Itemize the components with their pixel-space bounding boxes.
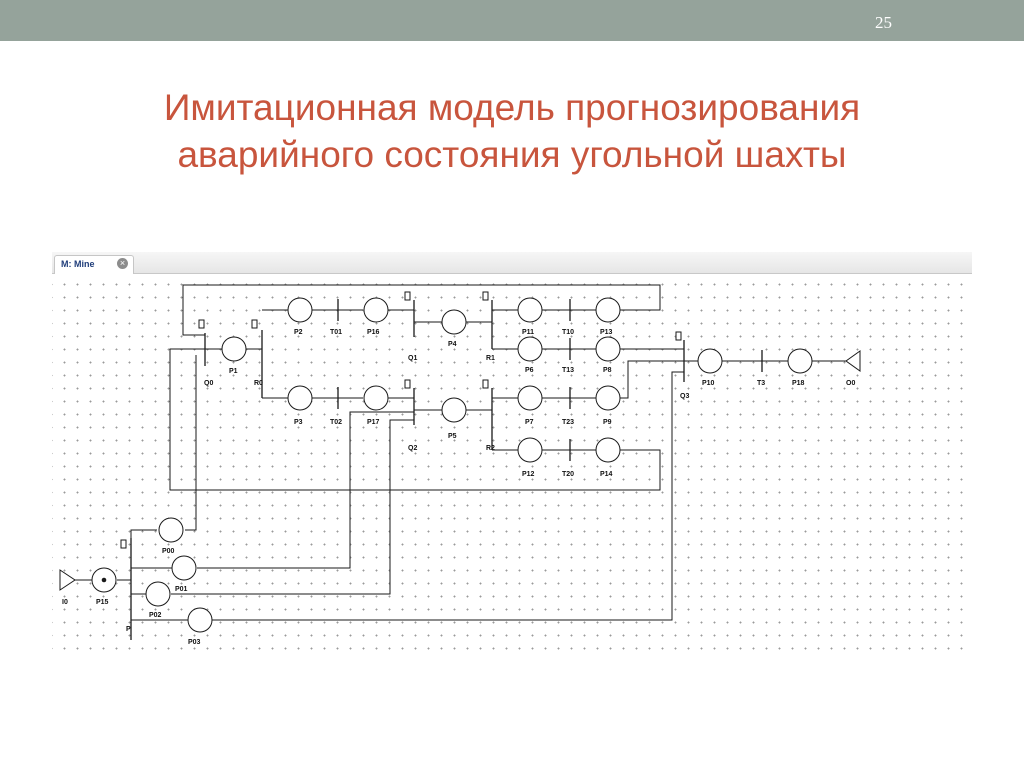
switch-q0[interactable]	[198, 319, 206, 366]
slide-number: 25	[875, 13, 892, 32]
close-icon[interactable]: ×	[117, 258, 128, 269]
wire	[182, 284, 661, 336]
label-p6: P6	[525, 367, 534, 374]
label-p5: P5	[448, 433, 457, 440]
label-p9: P9	[603, 419, 612, 426]
label-p2: P2	[294, 329, 303, 336]
label-r0: R0	[254, 380, 263, 387]
switch-r1[interactable]	[482, 291, 493, 349]
place-p01[interactable]	[171, 555, 197, 581]
label-t01: T01	[330, 329, 342, 336]
label-t13: T13	[562, 367, 574, 374]
label-p02: P02	[149, 612, 162, 619]
place-p03[interactable]	[187, 607, 213, 633]
label-r2: R2	[486, 445, 495, 452]
place-p14[interactable]	[595, 437, 621, 463]
title-line-1: Имитационная модель прогнозирования	[163, 87, 861, 128]
wire	[171, 419, 414, 595]
place-p18[interactable]	[787, 348, 813, 374]
label-t3: T3	[757, 380, 765, 387]
place-p4[interactable]	[441, 309, 467, 335]
label-i0: I0	[62, 599, 68, 606]
label-t02: T02	[330, 419, 342, 426]
place-p02[interactable]	[145, 581, 171, 607]
place-p1[interactable]	[221, 336, 247, 362]
connection-wires	[75, 284, 846, 640]
place-p16[interactable]	[363, 297, 389, 323]
label-p00: P00	[162, 548, 175, 555]
label-t20: T20	[562, 471, 574, 478]
label-p15: P15	[96, 599, 109, 606]
label-p11: P11	[522, 329, 534, 336]
switch-r2[interactable]	[482, 379, 493, 450]
place-p3[interactable]	[287, 385, 313, 411]
output-o0[interactable]	[845, 350, 861, 372]
place-p12[interactable]	[517, 437, 543, 463]
slide-header-bar: 25	[0, 0, 1024, 41]
switch-p[interactable]	[120, 538, 132, 640]
label-p8: P8	[603, 367, 612, 374]
label-p01: P01	[175, 586, 188, 593]
switch-r0[interactable]	[251, 319, 263, 398]
tab-mine[interactable]: M: Mine ×	[54, 255, 134, 274]
place-p8[interactable]	[595, 336, 621, 362]
place-p13[interactable]	[595, 297, 621, 323]
label-q3: Q3	[680, 393, 689, 400]
label-q2: Q2	[408, 445, 417, 452]
place-p7[interactable]	[517, 385, 543, 411]
label-p18: P18	[792, 380, 805, 387]
place-p11[interactable]	[517, 297, 543, 323]
label-p: P	[126, 626, 131, 633]
label-p17: P17	[367, 419, 380, 426]
switch-q1[interactable]	[404, 291, 415, 337]
label-p10: P10	[702, 380, 715, 387]
wire	[620, 360, 684, 399]
place-p6[interactable]	[517, 336, 543, 362]
place-p2[interactable]	[287, 297, 313, 323]
place-p00[interactable]	[158, 517, 184, 543]
editor-tab-bar: M: Mine ×	[52, 252, 972, 274]
switch-q2[interactable]	[404, 379, 415, 425]
wire	[212, 371, 684, 621]
net-nodes	[59, 291, 861, 640]
place-p9[interactable]	[595, 385, 621, 411]
label-q0: Q0	[204, 380, 213, 387]
place-p5[interactable]	[441, 397, 467, 423]
switch-q3[interactable]	[675, 331, 685, 382]
label-p4: P4	[448, 341, 457, 348]
label-p13: P13	[600, 329, 613, 336]
label-p16: P16	[367, 329, 380, 336]
label-t10: T10	[562, 329, 574, 336]
title-line-2: аварийного состояния угольной шахты	[177, 134, 847, 175]
place-p17[interactable]	[363, 385, 389, 411]
input-i0[interactable]	[59, 569, 76, 591]
place-p15[interactable]	[91, 567, 117, 593]
slide-title: Имитационная модель прогнозирования авар…	[0, 84, 1024, 178]
label-o0: O0	[846, 380, 855, 387]
label-p7: P7	[525, 419, 534, 426]
label-p3: P3	[294, 419, 303, 426]
wire	[197, 411, 414, 569]
label-p1: P1	[229, 368, 238, 375]
tab-mine-label: M: Mine	[61, 259, 95, 269]
label-p12: P12	[522, 471, 535, 478]
wire	[185, 355, 197, 531]
label-r1: R1	[486, 355, 495, 362]
place-p10[interactable]	[697, 348, 723, 374]
label-p14: P14	[600, 471, 613, 478]
wire	[169, 348, 661, 491]
label-p03: P03	[188, 639, 201, 646]
label-t23: T23	[562, 419, 574, 426]
label-q1: Q1	[408, 355, 417, 362]
